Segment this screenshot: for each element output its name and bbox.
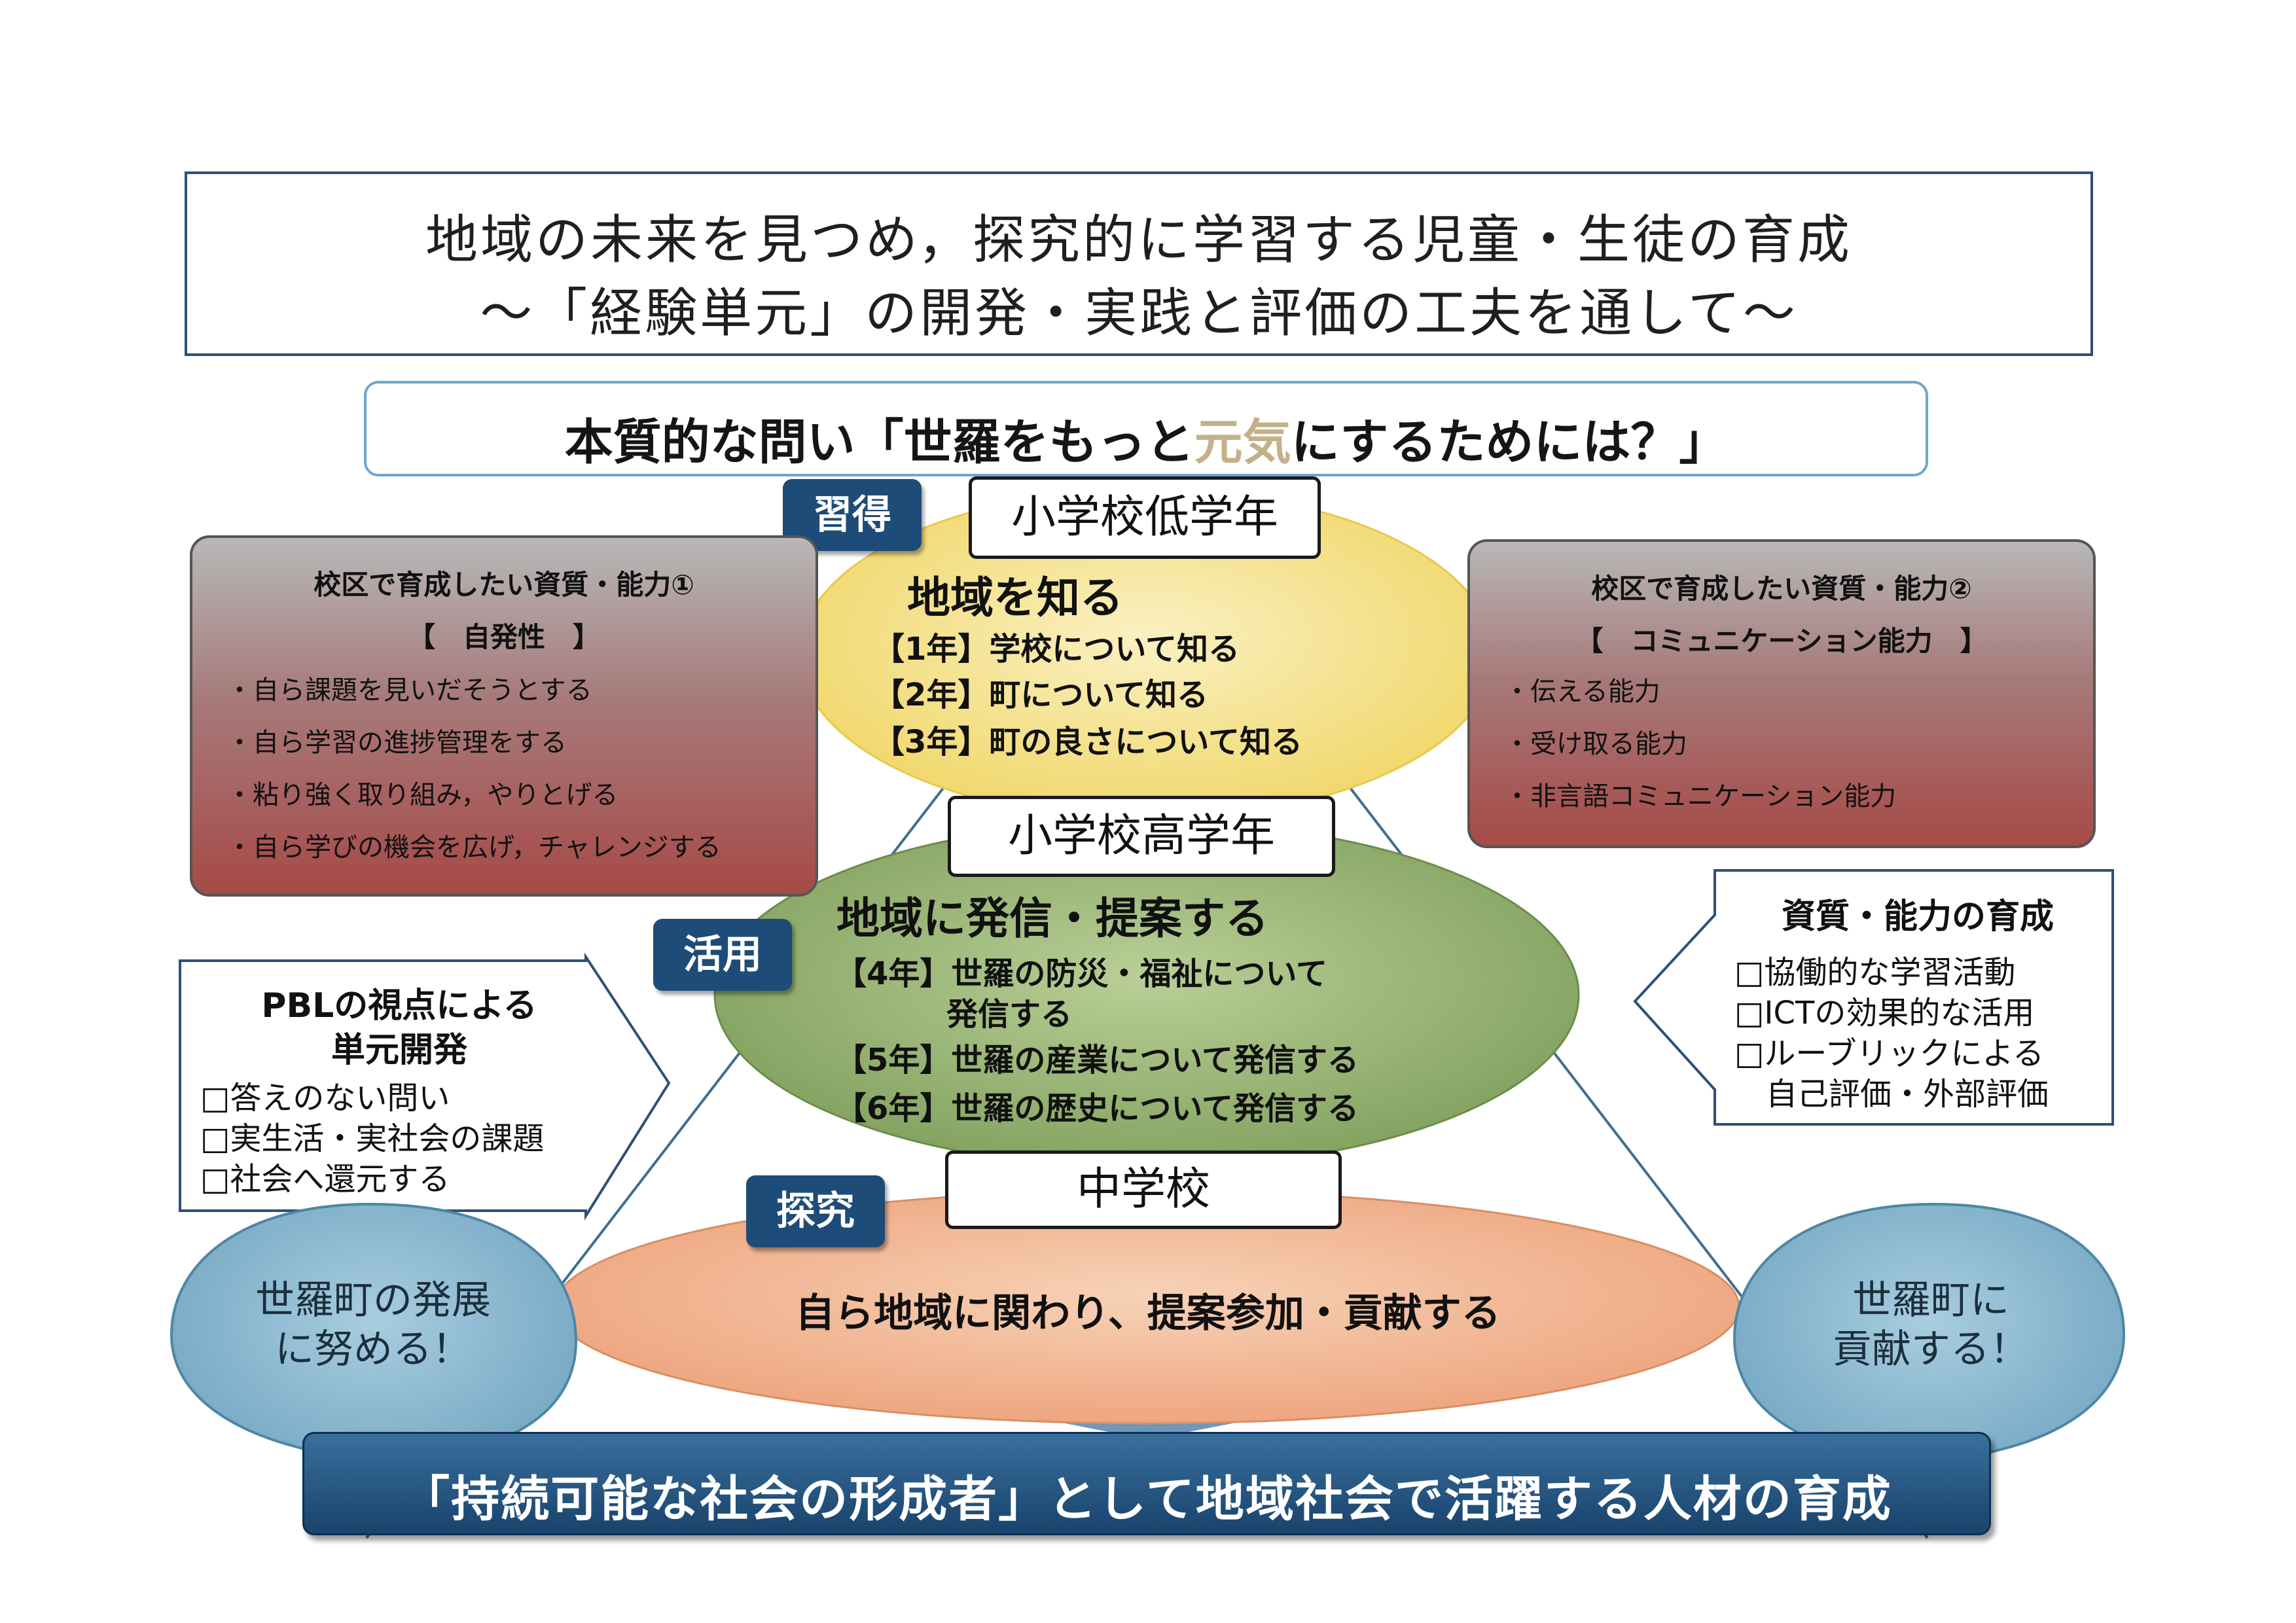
year-item-1: 【1年】学校について知る [873,631,1240,668]
year-item-5: 【5年】世羅の産業について発信する [835,1042,1359,1079]
skills-title: 資質・能力の育成 [1781,897,2054,936]
title-box: 地域の未来を見つめ，探究的に学習する児童・生徒の育成 ～「経験単元」の開発・実践… [185,171,2093,356]
pbl-item: □答えのない問い [200,1080,450,1116]
competence-2-item: ・非言語コミュニケーション能力 [1504,781,1897,812]
competence-2-item: ・受け取る能力 [1504,729,1687,759]
pbl-arrow-shape [179,952,671,1221]
stage-label-upper-elementary: 小学校高学年 [948,796,1335,877]
skills-item: □協働的な学習活動 [1734,954,2016,991]
competence-box-2: 校区で育成したい資質・能力② 【 コミュニケーション能力 】 ・伝える能力 ・受… [1467,539,2096,848]
phase-badge-explore: 探究 [746,1175,885,1247]
competence-1-item: ・粘り強く取り組み，やりとげる [226,780,619,810]
right-bubble-line2: 貢献する！ [1833,1327,2029,1372]
competence-1-subtitle: 【 自発性 】 [407,621,600,653]
competence-1-item: ・自ら学びの機会を広げ，チャレンジする [226,832,721,863]
essential-question-box: 本質的な問い「世羅をもっと元気にするためには？」 [364,381,1928,476]
sub-title: ～「経験単元」の開発・実践と評価の工夫を通して～ [480,283,1798,344]
competence-1-item: ・自ら課題を見いだそうとする [226,675,592,705]
skills-item: □ルーブリックによる [1734,1035,2045,1072]
year-item-4-cont: 発信する [946,996,1073,1033]
bottom-banner: 「持続可能な社会の形成者」として地域社会で活躍する人材の育成 [302,1432,1991,1535]
competence-box-1: 校区で育成したい資質・能力① 【 自発性 】 ・自ら課題を見いだそうとする ・自… [190,535,818,897]
heading-contribute: 自ら地域に関わり、提案参加・貢献する [795,1291,1501,1336]
competence-2-item: ・伝える能力 [1504,677,1660,707]
pbl-item: □社会へ還元する [200,1161,450,1198]
left-bubble-line1: 世羅町の発展 [255,1277,491,1323]
question-accent-word: 元気 [1194,414,1291,471]
essential-question: 本質的な問い「世羅をもっと元気にするためには？」 [367,403,1926,473]
right-bubble-line1: 世羅町に [1852,1277,2009,1323]
pbl-item: □実生活・実社会の課題 [200,1120,545,1157]
year-item-4: 【4年】世羅の防災・福祉について [835,955,1327,992]
competence-1-title: 校区で育成したい資質・能力① [314,569,694,601]
skills-item: □ICTの効果的な活用 [1734,995,2035,1031]
skills-arrow-shape [1633,869,2114,1126]
year-item-3: 【3年】町の良さについて知る [873,724,1302,760]
pbl-title-line2: 単元開発 [331,1031,467,1070]
question-suffix: にするためには？」 [1291,414,1728,471]
phase-badge-apply: 活用 [653,919,792,991]
heading-know-region: 地域を知る [907,573,1123,623]
competence-1-item: ・自ら学習の進捗管理をする [226,728,567,758]
left-bubble-line2: に努める！ [275,1327,471,1372]
left-bubble-text: 世羅町の発展 に努める！ [190,1276,556,1374]
stage-label-lower-elementary: 小学校低学年 [969,476,1321,559]
stage-label-junior-high: 中学校 [945,1150,1342,1229]
skills-item: 自己評価・外部評価 [1734,1076,2049,1113]
main-title: 地域の未来を見つめ，探究的に学習する児童・生徒の育成 [425,209,1852,270]
question-prefix: 本質的な問い「世羅をもっと [564,414,1194,471]
competence-2-subtitle: 【 コミュニケーション能力 】 [1575,625,1988,657]
banner-text: 「持続可能な社会の形成者」として地域社会で活躍する人材の育成 [401,1471,1892,1527]
year-item-6: 【6年】世羅の歴史について発信する [835,1090,1359,1127]
heading-send-propose: 地域に発信・提案する [836,893,1268,944]
competence-2-title: 校区で育成したい資質・能力② [1591,573,1972,605]
right-bubble-text: 世羅町に 貢献する！ [1754,1276,2108,1374]
year-item-2: 【2年】町について知る [873,677,1208,713]
pbl-title-line1: PBLの視点による [261,986,537,1026]
